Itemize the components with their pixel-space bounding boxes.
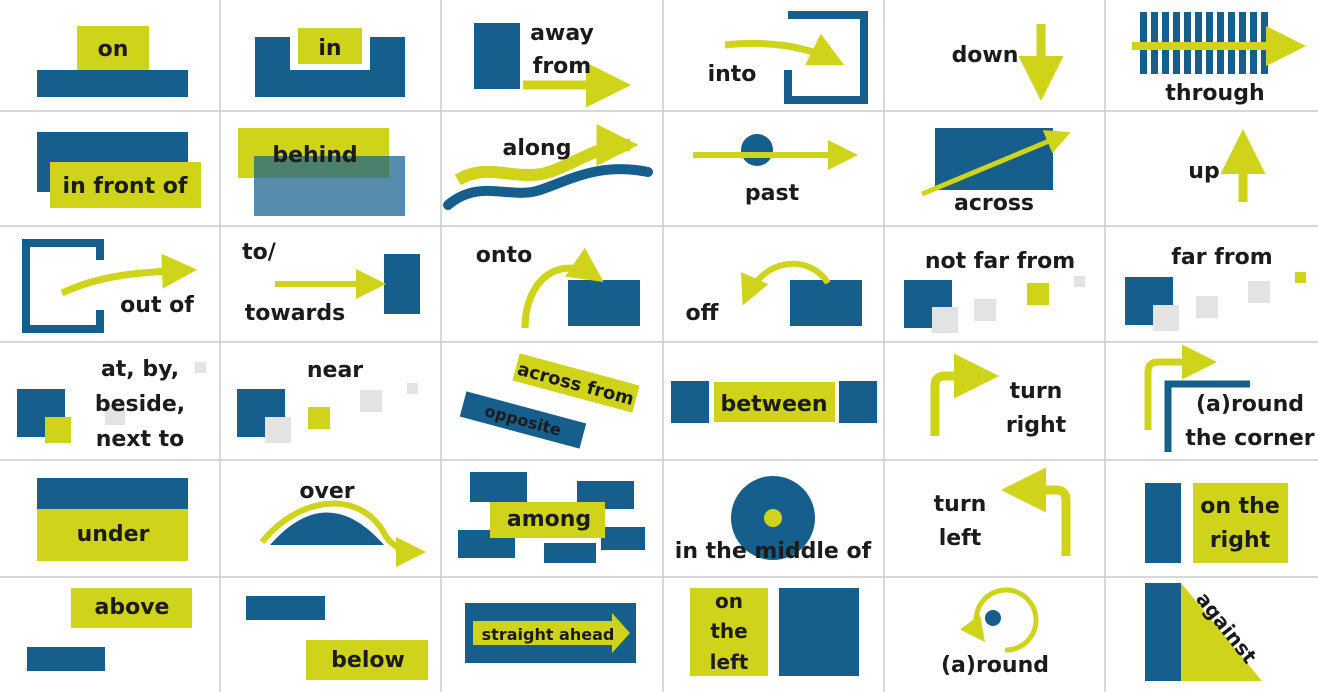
label-above: above: [95, 595, 170, 620]
label-far-from: far from: [1171, 245, 1272, 270]
label-between: between: [720, 392, 827, 417]
cell-at-by: at, by, beside, next to: [17, 357, 206, 452]
label-along: along: [503, 136, 572, 161]
cell-off: off: [686, 260, 862, 326]
cell-turn-left: turn left: [934, 467, 1071, 556]
label-past: past: [745, 181, 800, 206]
cell-among: among: [458, 472, 645, 563]
label-through: through: [1165, 81, 1264, 106]
label-not-far-from: not far from: [925, 249, 1075, 274]
cell-near: near: [237, 358, 418, 443]
cell-on: on: [37, 26, 188, 97]
cell-through: through: [1132, 12, 1306, 106]
label-turn-left-2: left: [939, 526, 982, 551]
cell-past: past: [693, 134, 858, 206]
label-around-corner-2: the corner: [1185, 426, 1314, 451]
label-straight-ahead: straight ahead: [482, 625, 615, 644]
cell-in: in: [255, 28, 405, 97]
cell-in-the-middle-of: in the middle of: [675, 476, 872, 564]
label-on-the-right-2: right: [1210, 528, 1271, 553]
label-to: to/: [242, 240, 277, 265]
cell-turn-right: turn right: [930, 353, 1067, 438]
cell-around: (a)round: [941, 587, 1049, 678]
cell-above: above: [27, 588, 192, 671]
label-under: under: [77, 522, 150, 547]
label-on-the-left-1: on: [715, 589, 743, 613]
label-into: into: [708, 62, 757, 87]
cell-along: along: [443, 124, 653, 210]
label-at-by: at, by,: [101, 357, 179, 382]
label-away: away: [530, 21, 594, 46]
label-on-the-right-1: on the: [1200, 494, 1280, 519]
label-across: across: [954, 191, 1034, 216]
cell-between: between: [671, 381, 877, 423]
label-down: down: [952, 43, 1019, 68]
label-around: (a)round: [941, 653, 1049, 678]
label-behind: behind: [272, 143, 357, 168]
cell-on-the-right: on the right: [1145, 483, 1288, 563]
label-near: near: [307, 358, 363, 383]
label-in-front-of: in front of: [63, 174, 188, 199]
cell-not-far-from: not far from: [904, 249, 1085, 333]
label-among: among: [507, 507, 591, 532]
label-turn-right-2: right: [1006, 413, 1067, 438]
cell-in-front-of: in front of: [37, 132, 201, 208]
label-next-to: next to: [96, 427, 185, 452]
cell-across-from-opposite: across from opposite: [459, 353, 640, 449]
cell-over: over: [259, 479, 426, 567]
cell-straight-ahead: straight ahead: [465, 603, 636, 663]
label-in: in: [318, 36, 341, 61]
cell-against: against: [1145, 583, 1262, 681]
label-on-the-left-2: the: [710, 619, 747, 643]
cell-out-of: out of: [22, 239, 197, 333]
cell-onto: onto: [476, 243, 640, 329]
label-turn-left-1: turn: [934, 492, 987, 517]
cell-under: under: [37, 478, 188, 561]
cell-to-towards: to/ towards: [242, 240, 420, 326]
label-onto: onto: [476, 243, 532, 268]
cell-on-the-left: on the left: [690, 588, 859, 676]
cell-up: up: [1188, 129, 1266, 202]
cell-away-from: away from: [474, 21, 631, 108]
label-towards: towards: [245, 301, 346, 326]
cell-around-the-corner: (a)round the corner: [1144, 344, 1315, 452]
label-up: up: [1188, 159, 1219, 184]
cell-down: down: [952, 24, 1064, 101]
label-below: below: [331, 648, 405, 673]
cell-far-from: far from: [1125, 245, 1306, 331]
cell-into: into: [708, 11, 868, 104]
label-turn-right-1: turn: [1010, 379, 1063, 404]
label-out-of: out of: [120, 293, 194, 318]
label-over: over: [299, 479, 354, 504]
cell-across: across: [921, 128, 1071, 216]
label-on-the-left-3: left: [710, 650, 749, 674]
cell-behind: behind: [238, 128, 405, 216]
label-beside: beside,: [95, 392, 185, 417]
label-around-corner-1: (a)round: [1196, 392, 1304, 417]
label-in-the-middle-of: in the middle of: [675, 539, 872, 564]
label-on: on: [98, 37, 129, 62]
label-off: off: [686, 301, 720, 326]
cell-below: below: [246, 596, 428, 680]
label-from: from: [533, 54, 591, 79]
